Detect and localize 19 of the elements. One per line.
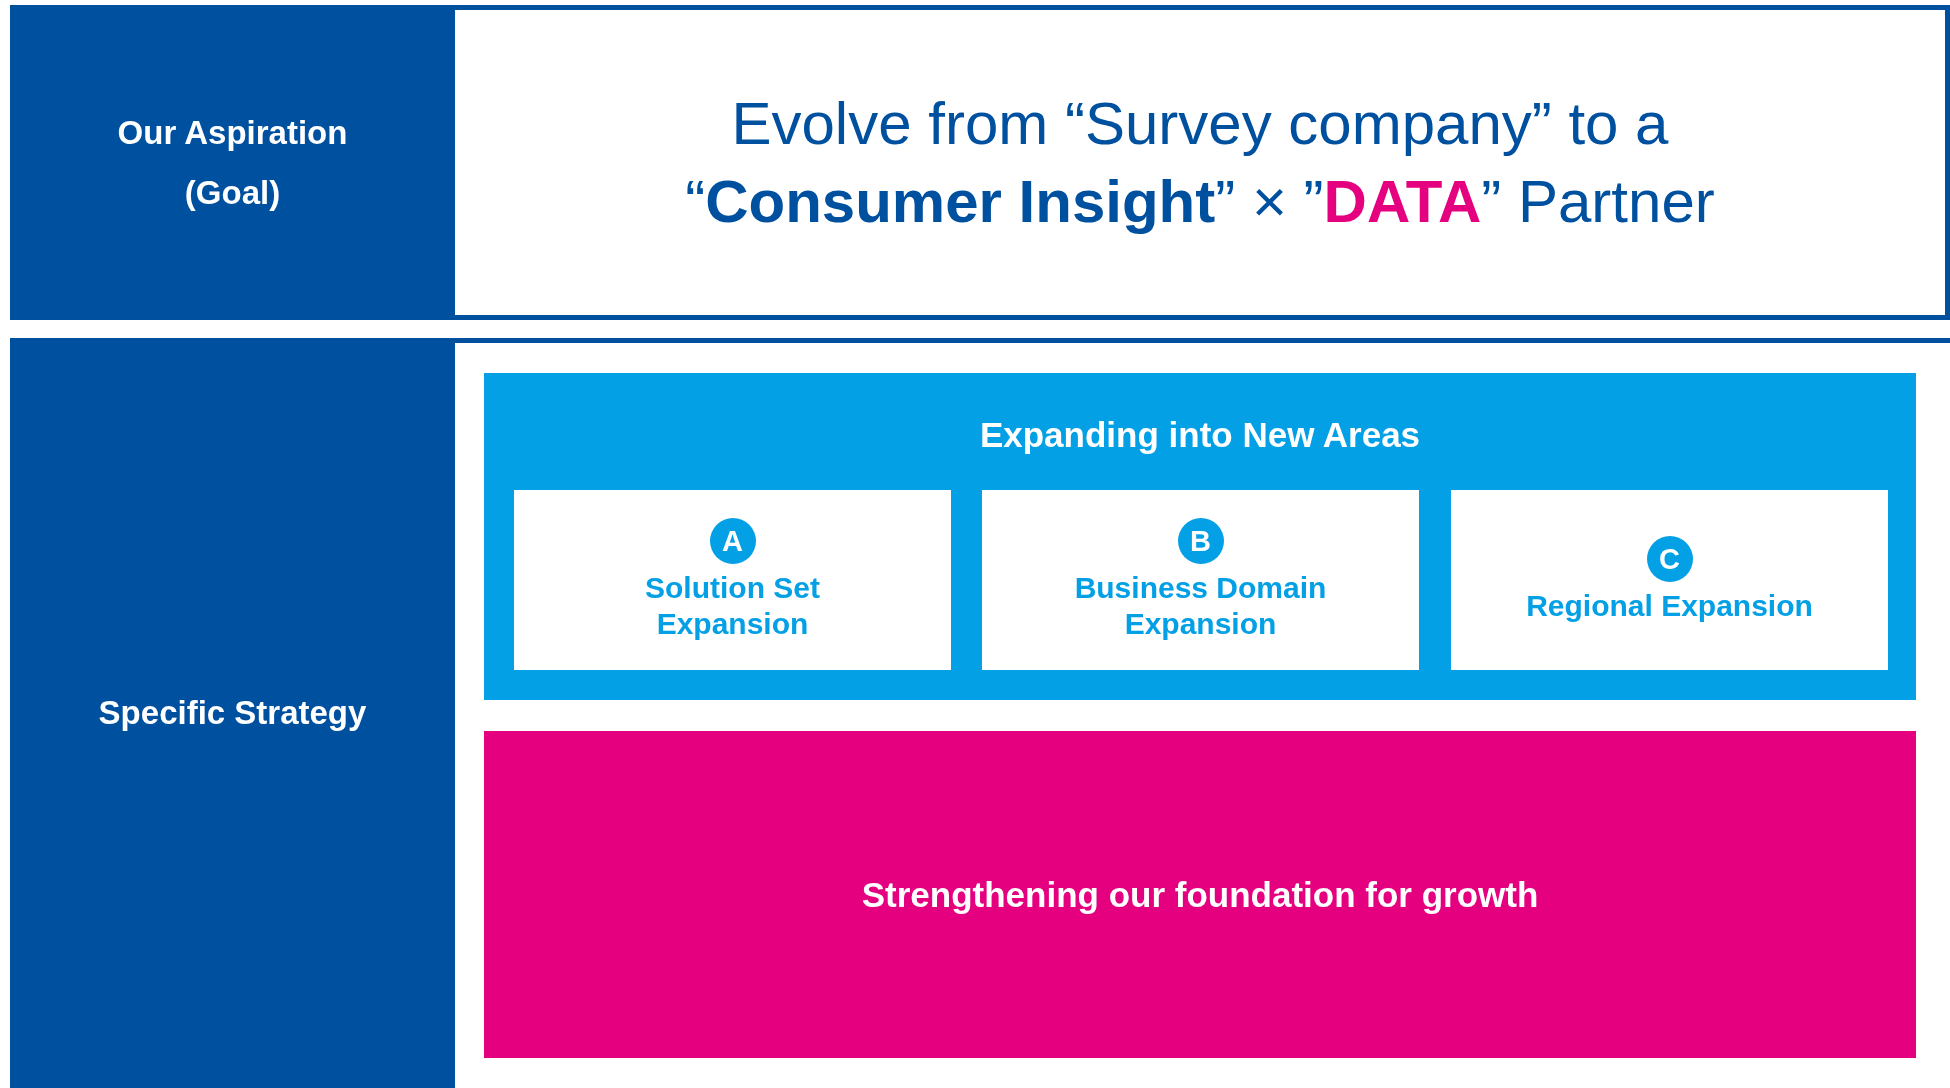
new-areas-panel xyxy=(484,373,1916,700)
letter-badge: A xyxy=(709,518,756,564)
strategy-label-band xyxy=(10,338,455,1088)
goal-statement: Evolve from “Survey company” to a “Consumer Insight” × ”DATA” Partner xyxy=(684,88,1716,237)
foundation-panel xyxy=(484,731,1916,1058)
panel-heading: Expanding into New Areas xyxy=(978,415,1422,455)
strategy-card xyxy=(1451,490,1888,670)
section-label: Strengthening our foundation for growth xyxy=(861,874,1539,915)
letter-badge: C xyxy=(1646,536,1693,582)
section-label: Our Aspiration (Goal) xyxy=(116,113,349,213)
section-label: Specific Strategy xyxy=(97,693,368,734)
goal-label-band xyxy=(10,5,455,320)
goal-statement-box xyxy=(455,5,1950,320)
letter-badge: B xyxy=(1177,518,1224,564)
card-title: Regional Expansion xyxy=(1525,588,1814,624)
card-title: Business Domain Expansion xyxy=(1073,570,1328,642)
strategy-card xyxy=(514,490,951,670)
strategy-card xyxy=(982,490,1419,670)
card-title: Solution Set Expansion xyxy=(644,570,821,642)
